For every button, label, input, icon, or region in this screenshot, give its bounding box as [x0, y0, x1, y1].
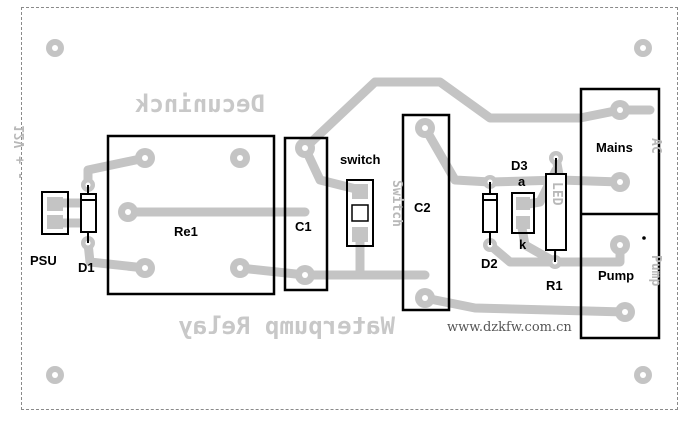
switch-label-mirrored: Switch — [389, 180, 404, 227]
pad-relay-tl — [135, 148, 155, 168]
component-outlines — [106, 87, 661, 340]
relay-outline — [106, 134, 276, 296]
mirrored-switch-group: Switch — [389, 180, 404, 227]
mirrored-led-group: LED — [549, 182, 564, 206]
mounting-hole-top-right — [634, 39, 652, 57]
r1-resistor — [545, 157, 567, 263]
label-d1: D1 — [78, 260, 95, 275]
mounting-hole-bottom-left — [46, 366, 64, 384]
label-d3: D3 — [511, 158, 528, 173]
mounting-hole-top-left — [46, 39, 64, 57]
pad-mains-top — [610, 100, 630, 120]
label-d3-anode: a — [518, 174, 526, 189]
mirrored-subtitle-group: Waterpump Relay — [178, 312, 395, 340]
label-d2: D2 — [481, 256, 498, 271]
pump-label-mirrored: Pump — [648, 255, 663, 286]
board-subtitle-mirrored: Waterpump Relay — [178, 312, 395, 340]
label-switch: switch — [340, 152, 381, 167]
label-c1: C1 — [295, 219, 312, 234]
pad-c1-top — [295, 138, 315, 158]
pad-c2-bottom — [415, 288, 435, 308]
pad-c2-top — [415, 118, 435, 138]
label-mains: Mains — [596, 140, 633, 155]
label-r1: R1 — [546, 278, 563, 293]
psu-connector — [41, 191, 69, 235]
c2-outline — [401, 113, 451, 312]
voltage-label-mirrored: 12V + - — [13, 125, 28, 180]
c1-outline — [283, 136, 329, 292]
label-psu: PSU — [30, 253, 57, 268]
mirrored-title-group: Decuninck — [134, 90, 265, 118]
mounting-holes — [46, 39, 652, 384]
board-title-mirrored: Decuninck — [134, 90, 265, 118]
d2-diode — [482, 182, 498, 245]
mirrored-pump-group: Pump — [648, 255, 663, 286]
label-pump: Pump — [598, 268, 634, 283]
pad-mains-bottom — [610, 172, 630, 192]
mounting-hole-bottom-right — [634, 366, 652, 384]
label-c2: C2 — [414, 200, 431, 215]
pad-relay-br — [230, 258, 250, 278]
pad-relay-tr — [230, 148, 250, 168]
pump-dot-mark — [642, 236, 646, 240]
ac-label-mirrored: AC — [648, 138, 663, 154]
pad-pump-top — [610, 235, 630, 255]
label-d3-cathode: k — [519, 237, 527, 252]
d3-connector — [511, 192, 535, 234]
label-re1: Re1 — [174, 224, 198, 239]
d1-diode — [80, 185, 97, 243]
watermark-text: www.dzkfw.com.cn — [447, 320, 572, 335]
led-label-mirrored: LED — [549, 182, 564, 206]
switch-connector — [346, 179, 374, 247]
mirrored-voltage-group: 12V + - — [13, 125, 28, 180]
pad-pump-bottom — [615, 302, 635, 322]
pad-c1-bottom — [295, 265, 315, 285]
pad-relay-ml — [118, 202, 138, 222]
mirrored-ac-group: AC — [648, 138, 663, 154]
pad-relay-bl — [135, 258, 155, 278]
